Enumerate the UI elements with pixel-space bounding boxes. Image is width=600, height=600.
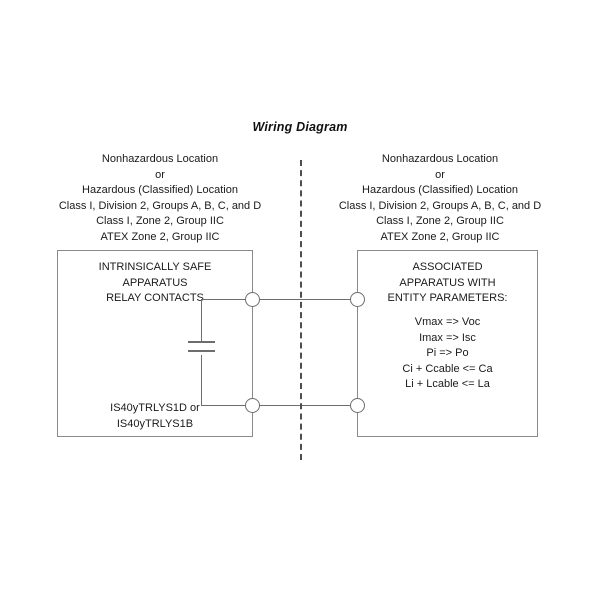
location-left-line-6: ATEX Zone 2, Group IIC	[100, 230, 220, 243]
location-right-line-1: Nonhazardous Location	[381, 153, 499, 165]
location-right-line-6: ATEX Zone 2, Group IIC	[380, 230, 500, 243]
is-heading-line-2: APPARATUS	[122, 276, 188, 289]
terminal-icon-left-bottom	[245, 398, 260, 413]
aa-heading-line-2: APPARATUS WITH	[399, 276, 496, 289]
location-left-line-1: Nonhazardous Location	[101, 153, 219, 165]
is-heading-line-1: INTRINSICALLY SAFE	[98, 261, 212, 273]
location-left-line-2: or	[155, 168, 165, 181]
entity-parameter-3: Pi => Po	[426, 347, 469, 359]
location-right-line-3: Hazardous (Classified) Location	[362, 184, 518, 196]
location-divider-dashed-line	[300, 160, 302, 460]
location-left-line-4: Class I, Division 2, Groups A, B, C, and…	[58, 199, 262, 212]
aa-heading-line-1: ASSOCIATED	[412, 261, 483, 273]
location-header-left: Nonhazardous Location or Hazardous (Clas…	[20, 152, 300, 245]
capacitor-branch-bottom-wire	[201, 405, 246, 406]
location-right-line-5: Class I, Zone 2, Group IIC	[376, 215, 504, 227]
diagram-title: Wiring Diagram	[252, 120, 348, 134]
associated-apparatus-heading: ASSOCIATED APPARATUS WITH ENTITY PARAMET…	[358, 260, 537, 307]
location-right-line-4: Class I, Division 2, Groups A, B, C, and…	[338, 199, 542, 212]
capacitor-branch-lower-lead	[201, 355, 202, 406]
aa-heading-line-3: ENTITY PARAMETERS:	[387, 292, 508, 304]
capacitor-branch-top-wire	[201, 299, 246, 300]
part-number-line-2: IS40yTRLYS1B	[116, 417, 194, 430]
interconnect-wire-bottom	[252, 405, 358, 406]
entity-parameters-list: Vmax => Voc Imax => Isc Pi => Po Ci + Cc…	[358, 315, 537, 393]
entity-parameter-4: Ci + Ccable <= Ca	[402, 362, 493, 375]
intrinsically-safe-part-numbers: IS40yTRLYS1D or IS40yTRLYS1B	[58, 401, 252, 432]
location-left-line-3: Hazardous (Classified) Location	[82, 184, 238, 196]
entity-parameter-2: Imax => Isc	[419, 331, 476, 344]
capacitor-branch-upper-lead	[201, 299, 202, 341]
capacitor-icon-plate-top	[188, 341, 215, 343]
location-header-right: Nonhazardous Location or Hazardous (Clas…	[300, 152, 580, 245]
associated-apparatus-box: ASSOCIATED APPARATUS WITH ENTITY PARAMET…	[357, 250, 538, 437]
entity-parameter-1: Vmax => Voc	[414, 316, 481, 328]
terminal-icon-left-top	[245, 292, 260, 307]
terminal-icon-right-top	[350, 292, 365, 307]
capacitor-icon-plate-bottom	[188, 350, 215, 352]
part-number-line-1: IS40yTRLYS1D or	[110, 402, 200, 414]
entity-parameter-5: Li + Lcable <= La	[405, 378, 490, 390]
interconnect-wire-top	[252, 299, 358, 300]
location-right-line-2: or	[435, 168, 445, 181]
terminal-icon-right-bottom	[350, 398, 365, 413]
is-heading-line-3: RELAY CONTACTS	[106, 292, 204, 304]
location-left-line-5: Class I, Zone 2, Group IIC	[96, 215, 224, 227]
intrinsically-safe-heading: INTRINSICALLY SAFE APPARATUS RELAY CONTA…	[58, 260, 252, 307]
intrinsically-safe-apparatus-box: INTRINSICALLY SAFE APPARATUS RELAY CONTA…	[57, 250, 253, 437]
